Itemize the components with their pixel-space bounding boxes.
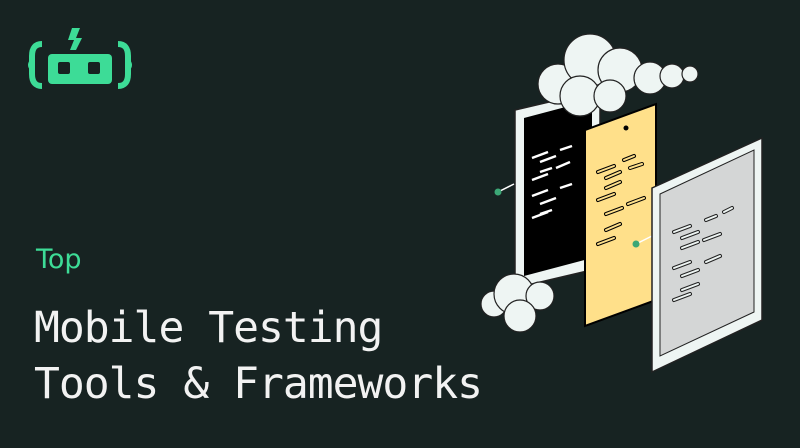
cloud-top [537,33,699,117]
cloud-bottom [480,273,555,333]
title-line-2: Tools & Frameworks [34,359,483,409]
robot-head-icon [28,28,132,89]
phone-dark [494,89,601,289]
eyebrow-label: Top [36,244,82,275]
title-line-1: Mobile Testing [34,303,383,353]
devices-illustration [480,33,763,374]
tablet-gray [651,136,763,374]
phone-yellow [584,102,657,328]
page-title: Mobile Testing Tools & Frameworks [34,300,483,412]
